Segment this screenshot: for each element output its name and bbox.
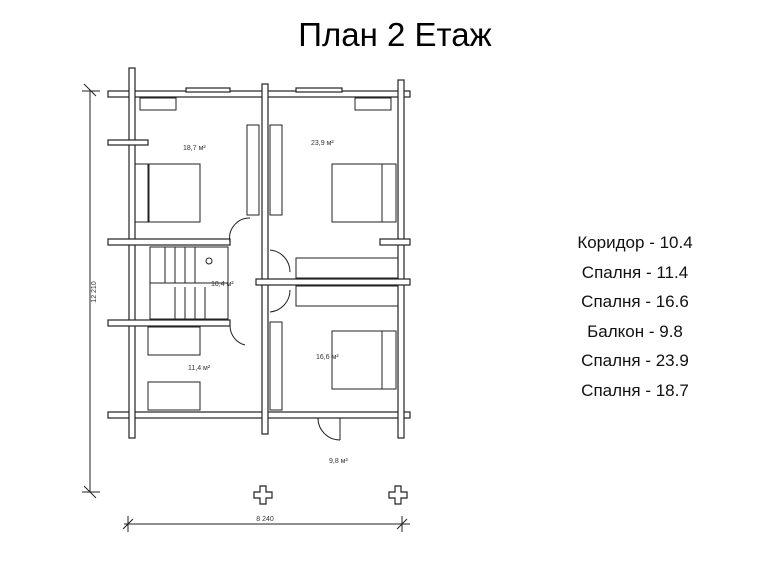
- area-label-bedroom-ne: 23,9 м²: [311, 140, 334, 147]
- room-area-list: Коридор - 10.4 Спалня - 11.4 Спалня - 16…: [545, 228, 725, 405]
- dimension-width-label: 8 240: [256, 516, 274, 523]
- room-list-item: Спалня - 16.6: [581, 292, 689, 311]
- room-list-item: Коридор - 10.4: [577, 233, 693, 252]
- room-list-item: Спалня - 23.9: [581, 351, 689, 370]
- room-list-item: Спалня - 11.4: [581, 262, 689, 282]
- dimension-vertical: 12 210: [82, 83, 100, 499]
- area-label-bedroom-nw: 18,7 м²: [183, 145, 206, 152]
- area-label-bedroom-se: 16,6 м²: [316, 354, 339, 361]
- room-list-item: Спалня - 18.7: [581, 380, 689, 400]
- page-title: План 2 Етаж: [298, 16, 492, 53]
- area-label-corridor: 10,4 м²: [211, 281, 234, 288]
- area-label-balcony: 9,8 м²: [329, 458, 348, 465]
- furniture: [134, 97, 408, 505]
- room-list-item: Балкон - 9.8: [587, 321, 683, 341]
- area-label-bedroom-sw: 11,4 м²: [188, 365, 211, 372]
- dimension-horizontal: 8 240: [122, 516, 410, 532]
- dimension-height-label: 12 210: [91, 281, 98, 303]
